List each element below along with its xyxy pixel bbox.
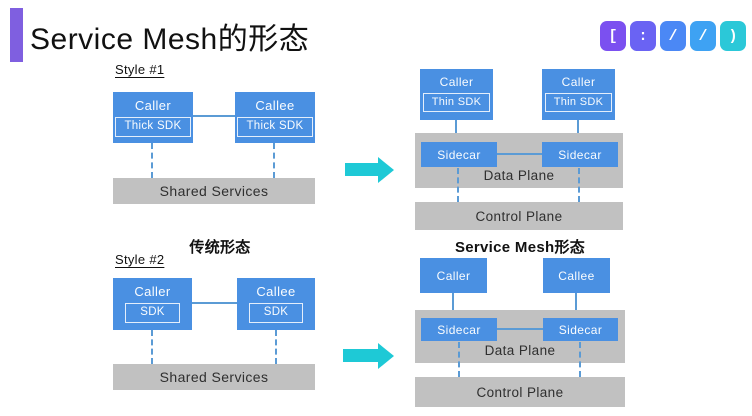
style1-callee-sdk-box: Thick SDK <box>237 117 313 137</box>
style2-callee-node: Callee SDK <box>237 278 315 330</box>
mesh-top-caller1-label: Caller <box>439 75 474 89</box>
right-arrow-icon <box>345 163 378 176</box>
mesh-bottom-link-left <box>452 293 454 318</box>
service-mesh-form-label: Service Mesh形态 <box>454 239 586 256</box>
mesh-bottom-sidecar-left: Sidecar <box>421 318 497 341</box>
mesh-top-sidecar-right: Sidecar <box>542 142 618 167</box>
mesh-top-caller1-node: Caller Thin SDK <box>420 69 493 120</box>
style1-callee-node: Callee Thick SDK <box>235 92 315 143</box>
mesh-bottom-sidecar-right: Sidecar <box>543 318 618 341</box>
style1-caller-node: Caller Thick SDK <box>113 92 193 143</box>
style1-shared-services-bar: Shared Services <box>113 178 315 204</box>
mesh-top-sidecar-connector <box>497 153 542 155</box>
style1-dashed-line-right <box>273 143 275 178</box>
mesh-top-control-plane-bar <box>415 202 623 230</box>
mesh-bottom-control-plane-label: Control Plane <box>476 385 564 400</box>
mesh-top-link-left <box>455 120 457 142</box>
dubbo-logo-tile-icon: / <box>660 21 686 51</box>
traditional-form-label: 传统形态 <box>189 239 251 256</box>
dubbo-logo-tile-icon: ) <box>720 21 746 51</box>
mesh-bottom-sidecar-connector <box>497 328 543 330</box>
mesh-bottom-callee-node: Callee <box>543 258 610 293</box>
style2-label: Style #2 <box>115 252 165 267</box>
dubbo-logo-tile-icon: [ <box>600 21 626 51</box>
style1-caller-sdk-box: Thick SDK <box>115 117 191 137</box>
mesh-top-dashed-line-left <box>457 168 459 202</box>
style2-dashed-line-right <box>275 330 277 364</box>
mesh-bottom-dashed-line-right <box>579 342 581 377</box>
mesh-bottom-link-right <box>575 293 577 318</box>
mesh-bottom-callee-label: Callee <box>558 268 595 283</box>
style1-callee-label: Callee <box>255 98 295 113</box>
mesh-top-caller1-sdk-box: Thin SDK <box>422 93 491 112</box>
title-accent-bar <box>10 8 23 62</box>
mesh-bottom-data-plane-label: Data Plane <box>484 343 556 358</box>
style2-dashed-line-left <box>151 330 153 364</box>
right-arrow-icon <box>378 343 394 369</box>
mesh-bottom-control-plane-bar <box>415 377 625 407</box>
style2-callee-sdk-box: SDK <box>248 303 304 323</box>
mesh-top-data-plane-label: Data Plane <box>483 168 555 183</box>
mesh-bottom-caller-label: Caller <box>436 268 471 283</box>
style1-label: Style #1 <box>115 62 165 77</box>
dubbo-logo-tile-icon: : <box>630 21 656 51</box>
page-title: Service Mesh的形态 <box>30 23 310 56</box>
style1-caller-label: Caller <box>134 98 172 113</box>
style1-connector-line <box>193 115 235 117</box>
mesh-bottom-dashed-line-left <box>458 342 460 377</box>
mesh-top-dashed-line-right <box>578 168 580 202</box>
mesh-top-caller2-sdk-box: Thin SDK <box>544 93 613 112</box>
dubbo-logo-tile-icon: / <box>690 21 716 51</box>
style2-caller-sdk-box: SDK <box>125 303 180 323</box>
mesh-top-sidecar-left: Sidecar <box>421 142 497 167</box>
style2-callee-label: Callee <box>256 284 296 299</box>
mesh-top-caller2-label: Caller <box>561 75 596 89</box>
mesh-top-caller2-node: Caller Thin SDK <box>542 69 615 120</box>
right-arrow-icon <box>343 349 378 362</box>
style2-connector-line <box>192 302 237 304</box>
mesh-top-link-right <box>577 120 579 142</box>
style1-dashed-line-left <box>151 143 153 178</box>
style2-caller-node: Caller SDK <box>113 278 192 330</box>
mesh-bottom-caller-node: Caller <box>420 258 487 293</box>
dubbo-logo: [ : / / ) <box>600 21 748 51</box>
style2-shared-services-bar: Shared Services <box>113 364 315 390</box>
mesh-top-control-plane-label: Control Plane <box>475 209 563 224</box>
right-arrow-icon <box>378 157 394 183</box>
style2-caller-label: Caller <box>134 284 171 299</box>
